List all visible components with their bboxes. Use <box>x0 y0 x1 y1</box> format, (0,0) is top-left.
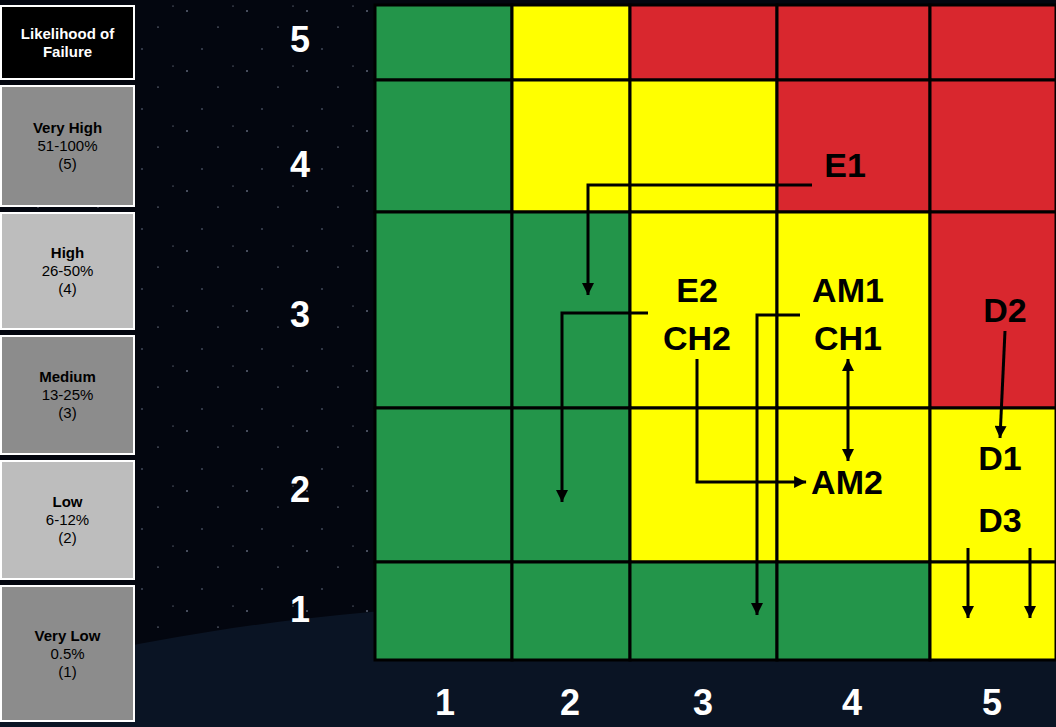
row-number: 4 <box>290 147 310 183</box>
cell-green <box>777 562 930 660</box>
risk-id: AM2 <box>811 465 883 499</box>
cell-yellow <box>630 80 777 212</box>
scale-heading: Low <box>53 493 83 511</box>
trend-arrow <box>1029 548 1032 618</box>
column-number: 2 <box>560 685 580 721</box>
column-number: 1 <box>435 685 455 721</box>
risk-item: CH2 <box>661 321 733 355</box>
likelihood-box: High26-50%(4) <box>0 212 135 330</box>
likelihood-box: Low6-12%(2) <box>0 460 135 580</box>
scale-value: (4) <box>58 280 76 298</box>
connector-arrow <box>847 359 850 461</box>
risk-item: E2 <box>674 273 720 307</box>
column-number: 3 <box>693 685 713 721</box>
column-number: 4 <box>842 685 862 721</box>
cell-yellow <box>630 212 777 408</box>
cell-red <box>930 212 1056 408</box>
scale-heading: Very Low <box>35 627 101 645</box>
scale-heading: Likelihood of Failure <box>8 25 127 61</box>
cell-yellow <box>777 212 930 408</box>
risk-item: D1 <box>976 441 1023 475</box>
cell-green <box>512 212 630 408</box>
percent-range: 6-12% <box>46 511 89 529</box>
cell-yellow <box>930 562 1056 660</box>
cell-green <box>630 562 777 660</box>
risk-id: D1 <box>978 441 1021 475</box>
cell-green <box>375 212 512 408</box>
cell-red <box>930 5 1056 80</box>
risk-id: D3 <box>978 503 1021 537</box>
risk-item: E1 <box>822 148 868 182</box>
scale-value: (3) <box>58 404 76 422</box>
cell-green <box>375 80 512 212</box>
cell-yellow <box>630 408 777 562</box>
percent-range: 0.5% <box>50 645 84 663</box>
scale-heading: High <box>51 244 84 262</box>
risk-item: AM1 <box>810 273 886 307</box>
percent-range: 26-50% <box>42 262 94 280</box>
risk-id: AM1 <box>812 273 884 307</box>
scale-heading: Very High <box>33 119 102 137</box>
cell-red <box>777 5 930 80</box>
cell-green <box>375 562 512 660</box>
risk-id: E2 <box>676 273 718 307</box>
percent-range: 51-100% <box>37 137 97 155</box>
trend-arrow <box>757 315 800 615</box>
cell-yellow <box>512 5 630 80</box>
cell-red <box>777 80 930 212</box>
risk-item: D2 <box>981 293 1028 327</box>
likelihood-box: Very High51-100%(5) <box>0 85 135 207</box>
cell-green <box>375 408 512 562</box>
cell-green <box>512 408 630 562</box>
scale-value: (1) <box>58 663 76 681</box>
scale-value: (2) <box>58 529 76 547</box>
trend-arrow <box>562 313 648 502</box>
risk-id: D2 <box>983 293 1026 327</box>
trend-arrow <box>967 548 970 618</box>
cell-green <box>375 5 512 80</box>
likelihood-box: Very Low0.5%(1) <box>0 585 135 722</box>
cell-red <box>630 5 777 80</box>
risk-item: CH1 <box>812 321 884 355</box>
connector-arrow <box>1000 331 1005 438</box>
cell-green <box>512 562 630 660</box>
row-number: 2 <box>290 472 310 508</box>
scale-value: (5) <box>58 155 76 173</box>
risk-id: CH1 <box>814 321 882 355</box>
percent-range: 13-25% <box>42 386 94 404</box>
row-number: 1 <box>290 592 310 628</box>
column-number: 5 <box>982 685 1002 721</box>
scale-heading: Medium <box>39 368 96 386</box>
scale-header: Likelihood of Failure <box>0 5 135 80</box>
row-number: 5 <box>290 22 310 58</box>
cell-red <box>930 80 1056 212</box>
connector-arrow <box>697 359 806 482</box>
cell-yellow <box>930 408 1056 562</box>
risk-id: E1 <box>824 148 866 182</box>
likelihood-box: Medium13-25%(3) <box>0 335 135 455</box>
risk-item: AM2 <box>809 465 885 499</box>
row-number: 3 <box>290 297 310 333</box>
cell-yellow <box>777 408 930 562</box>
risk-id: CH2 <box>663 321 731 355</box>
cell-yellow <box>512 80 630 212</box>
risk-item: D3 <box>976 503 1023 537</box>
